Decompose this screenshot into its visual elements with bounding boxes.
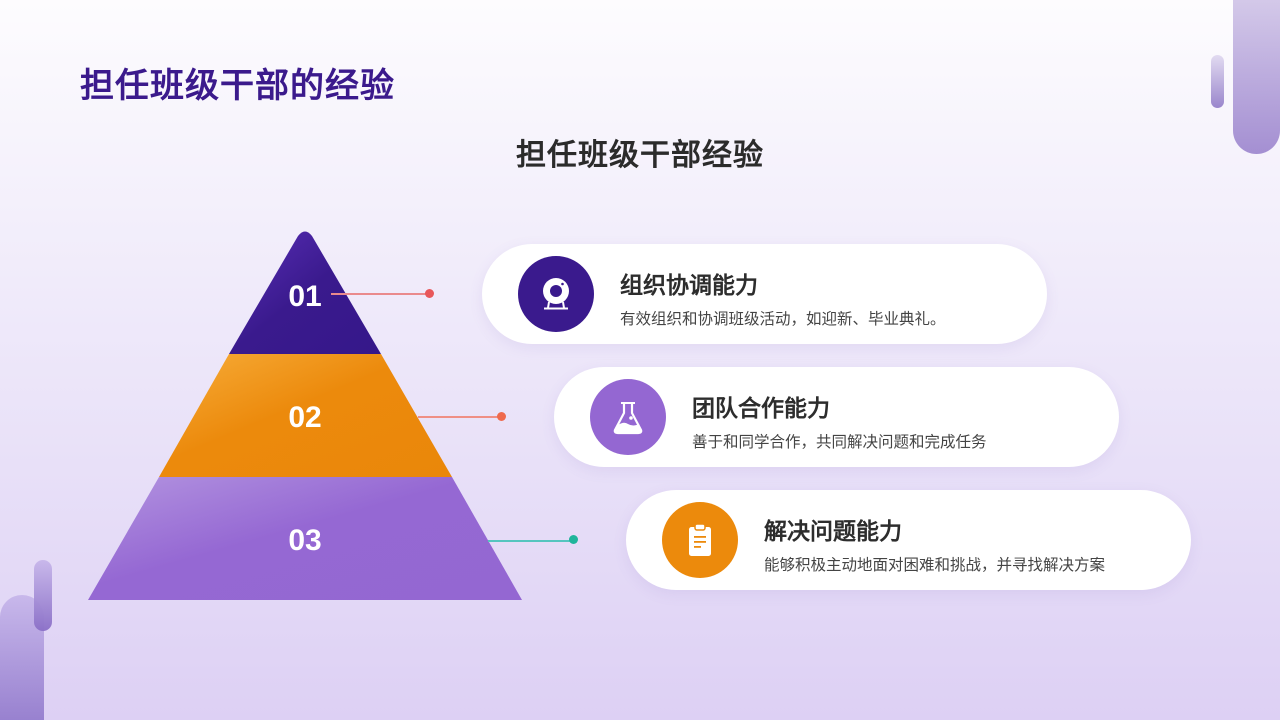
card-title: 组织协调能力	[620, 273, 758, 299]
connector-dot-1	[425, 289, 434, 298]
flask-icon	[590, 379, 666, 455]
pyramid-shape	[88, 231, 522, 600]
decorative-bar-top-right-large	[1233, 0, 1280, 154]
decorative-bar-top-right-small	[1211, 55, 1224, 108]
decorative-bar-bottom-left-small	[34, 560, 52, 631]
card-description: 有效组织和协调班级活动，如迎新、毕业典礼。	[620, 310, 946, 328]
pyramid-tier-3	[88, 477, 522, 600]
connector-line-3	[488, 540, 574, 542]
pyramid-tier-1	[229, 231, 381, 354]
card-title: 团队合作能力	[692, 396, 830, 422]
pyramid-tier-1-label: 01	[288, 280, 322, 313]
page-title: 担任班级干部的经验	[80, 66, 395, 106]
clipboard-icon	[662, 502, 738, 578]
card-title: 解决问题能力	[764, 519, 902, 545]
pyramid-tier-3-label: 03	[288, 524, 322, 557]
connector-line-1	[331, 293, 429, 295]
card-description: 能够积极主动地面对困难和挑战，并寻找解决方案	[764, 556, 1106, 574]
pyramid-tier-2	[159, 354, 452, 477]
connector-line-2	[418, 416, 502, 418]
pyramid-diagram: 01 02 03	[88, 230, 522, 602]
webcam-icon	[518, 256, 594, 332]
ability-card-2: 团队合作能力 善于和同学合作，共同解决问题和完成任务	[554, 367, 1119, 467]
connector-dot-2	[497, 412, 506, 421]
ability-card-3: 解决问题能力 能够积极主动地面对困难和挑战，并寻找解决方案	[626, 490, 1191, 590]
pyramid-tier-2-label: 02	[288, 401, 322, 434]
ability-card-1: 组织协调能力 有效组织和协调班级活动，如迎新、毕业典礼。	[482, 244, 1047, 344]
diagram-title: 担任班级干部经验	[516, 138, 764, 173]
connector-dot-3	[569, 535, 578, 544]
card-description: 善于和同学合作，共同解决问题和完成任务	[692, 433, 987, 451]
